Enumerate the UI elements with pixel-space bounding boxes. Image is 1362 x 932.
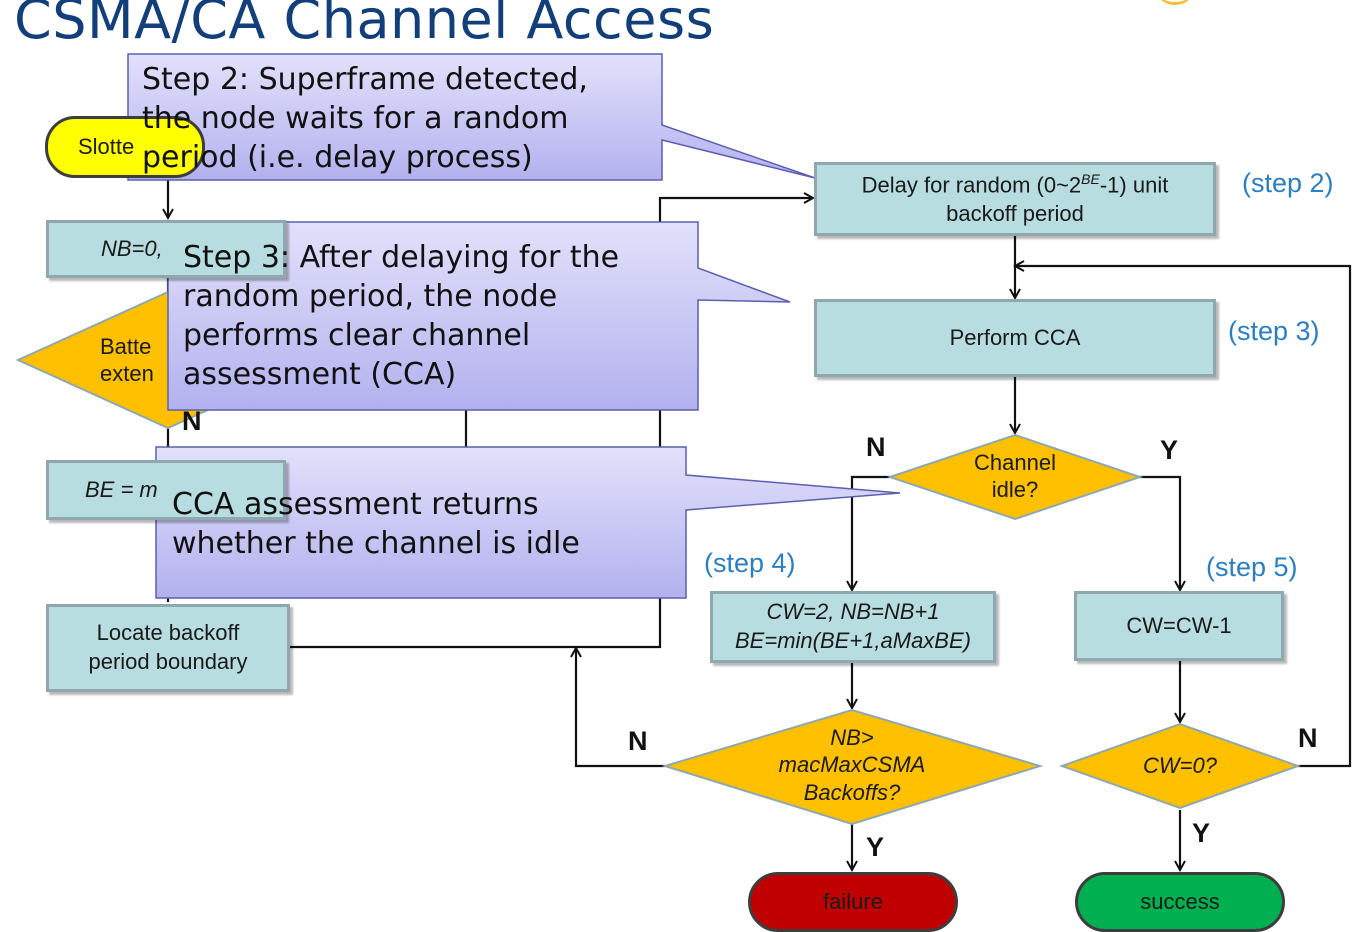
step4-box: CW=2, NB=NB+1 BE=min(BE+1,aMaxBE) bbox=[710, 591, 996, 663]
cw-check-label: CW=0? bbox=[1143, 753, 1217, 779]
init-label: NB=0, bbox=[101, 235, 163, 261]
callout-step3-line1: Step 3: After delaying for the bbox=[183, 240, 620, 275]
channel-idle-decision bbox=[886, 433, 1144, 521]
delay-line2: backoff period bbox=[946, 200, 1084, 226]
logo-mark bbox=[1155, 0, 1195, 5]
nb-no-label: N bbox=[628, 726, 648, 756]
callout-cca-line2: whether the channel is idle bbox=[172, 526, 580, 561]
step4-label: (step 4) bbox=[704, 548, 796, 578]
callout-step3-shape bbox=[167, 221, 791, 411]
cw-yes-label: Y bbox=[1192, 818, 1211, 848]
idle-line1: Channel bbox=[974, 449, 1056, 475]
callout-step3-line3: performs clear channel bbox=[183, 318, 531, 353]
idle-line2: idle? bbox=[991, 477, 1039, 502]
locate-line2: period boundary bbox=[88, 649, 248, 674]
callout-step2-text: Step 2: Superframe detected, the node wa… bbox=[142, 60, 588, 177]
idle-text: Channel idle? bbox=[935, 447, 1095, 505]
cca-label: Perform CCA bbox=[949, 324, 1081, 350]
idle-yes-label: Y bbox=[1160, 435, 1179, 465]
battery-line1: Batte bbox=[100, 333, 152, 359]
connector-nb-no bbox=[576, 648, 665, 768]
step4-line2: BE=min(BE+1,aMaxBE) bbox=[735, 628, 971, 653]
callout-step3-line2: random period, the node bbox=[183, 279, 558, 314]
callout-cca-shape bbox=[155, 446, 901, 599]
page-title: CSMA/CA Channel Access bbox=[14, 0, 715, 51]
cw-no-label: N bbox=[1298, 723, 1318, 753]
callout-step2-line2: the node waits for a random bbox=[142, 101, 569, 136]
cw-check-text: CW=0? bbox=[1120, 748, 1240, 784]
delay-exponent: BE bbox=[1081, 170, 1100, 187]
connector-idle-yes bbox=[1140, 475, 1180, 590]
callout-step2-line3: period (i.e. delay process) bbox=[142, 140, 533, 175]
cw-decrement-label: CW=CW-1 bbox=[1126, 612, 1232, 638]
step3-label: (step 3) bbox=[1228, 316, 1320, 346]
init-box: NB=0, bbox=[46, 220, 286, 278]
callout-cca-text: CCA assessment returns whether the chann… bbox=[172, 485, 580, 563]
nb-line1: NB> bbox=[830, 724, 874, 750]
callout-step3-line4: assessment (CCA) bbox=[183, 357, 457, 392]
step4-line1: CW=2, NB=NB+1 bbox=[766, 599, 940, 625]
be-box: BE = m bbox=[46, 460, 286, 520]
idle-no-label: N bbox=[866, 432, 886, 462]
connector-locate-to-delay bbox=[290, 198, 813, 649]
cw-decrement-box: CW=CW-1 bbox=[1074, 591, 1284, 661]
callout-cca-line1: CCA assessment returns bbox=[172, 487, 539, 522]
connector-cw-no bbox=[1015, 266, 1352, 768]
nb-line2: macMaxCSMA bbox=[778, 752, 926, 778]
nb-line3: Backoffs? bbox=[803, 779, 901, 805]
nb-yes-label: Y bbox=[866, 832, 885, 862]
step2-label: (step 2) bbox=[1242, 168, 1334, 198]
cw-check-decision bbox=[1059, 722, 1301, 810]
nb-text: NB> macMaxCSMA Backoffs? bbox=[752, 722, 952, 808]
battery-line2: exten bbox=[100, 361, 154, 386]
success-label: success bbox=[1140, 889, 1220, 914]
nb-decision bbox=[661, 708, 1044, 826]
locate-boundary-box: Locate backoff period boundary bbox=[46, 604, 290, 692]
success-terminal: success bbox=[1075, 872, 1285, 932]
battery-no-label: N bbox=[182, 406, 202, 436]
failure-label: failure bbox=[823, 889, 883, 914]
delay-line1: Delay for random (0~2BE-1) unit bbox=[861, 170, 1169, 198]
step5-label: (step 5) bbox=[1206, 552, 1298, 582]
connector-idle-no bbox=[852, 475, 890, 590]
callout-step2-shape bbox=[127, 53, 816, 181]
callout-step2-line1: Step 2: Superframe detected, bbox=[142, 62, 588, 97]
start-terminal: Slotte bbox=[45, 116, 205, 178]
start-label: Slotte bbox=[78, 134, 135, 159]
locate-line1: Locate backoff bbox=[96, 620, 240, 646]
delay-box: Delay for random (0~2BE-1) unit backoff … bbox=[814, 162, 1216, 236]
be-label: BE = m bbox=[85, 476, 158, 502]
callout-step3-text: Step 3: After delaying for the random pe… bbox=[183, 238, 619, 394]
battery-text: Batte exten bbox=[100, 330, 180, 390]
failure-terminal: failure bbox=[748, 872, 958, 932]
cca-box: Perform CCA bbox=[814, 299, 1216, 377]
